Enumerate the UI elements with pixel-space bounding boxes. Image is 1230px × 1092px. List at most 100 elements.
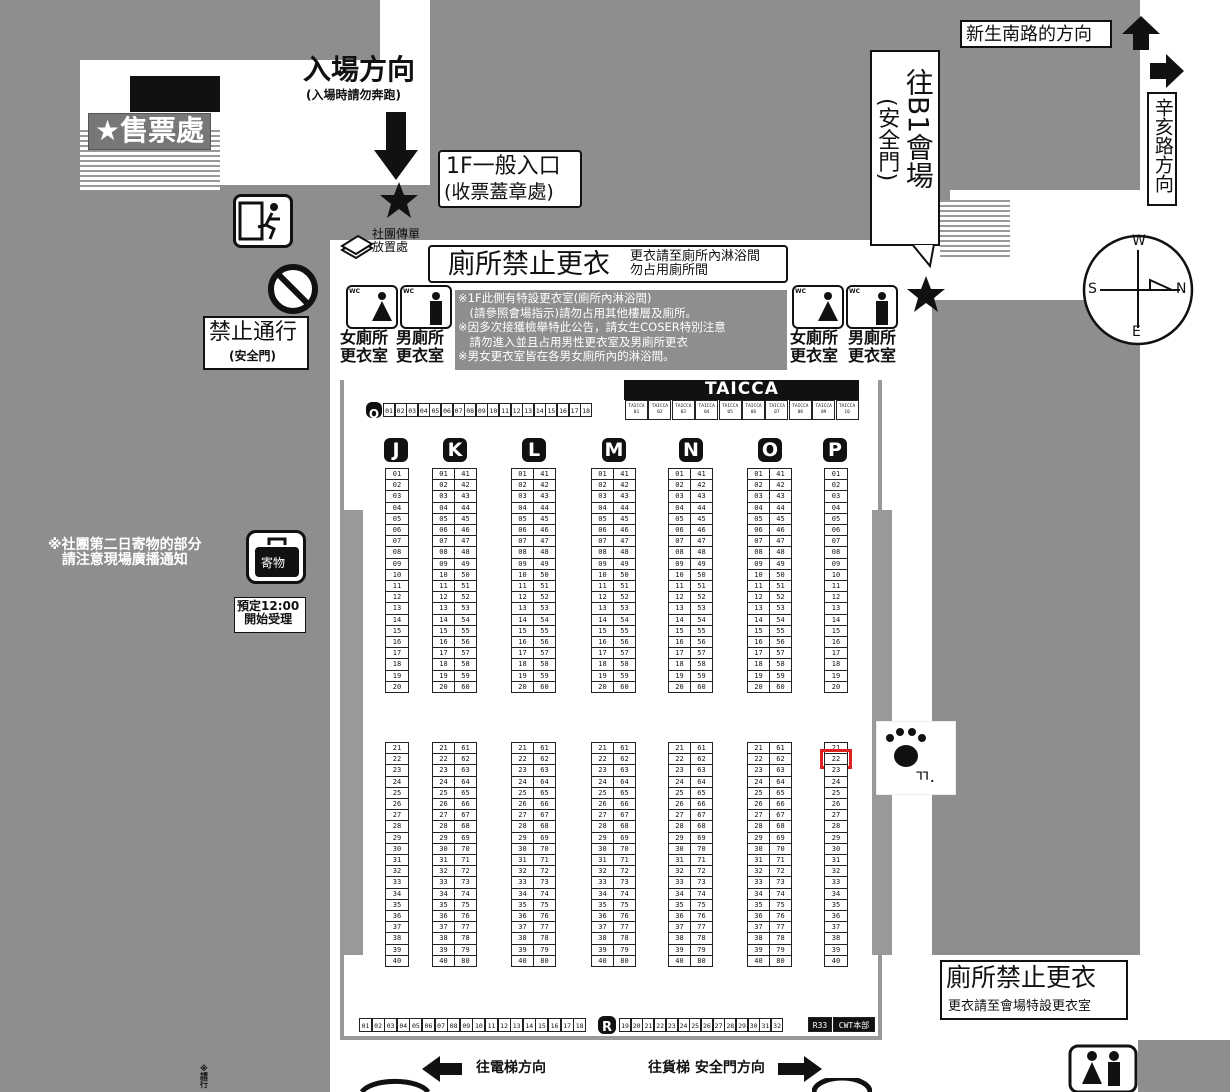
booth-l50[interactable]: 50 — [533, 568, 556, 581]
booth-l20[interactable]: 20 — [511, 680, 534, 693]
booth-j40[interactable]: 40 — [385, 954, 409, 967]
booth-r12[interactable]: 12 — [497, 1018, 511, 1032]
booth-r19[interactable]: 19 — [619, 1018, 631, 1032]
booth-r01[interactable]: 01 — [359, 1018, 372, 1032]
booth-q10[interactable]: 10 — [487, 403, 500, 417]
booth-n80[interactable]: 80 — [690, 954, 713, 967]
booth-taicca-6[interactable]: TAICCA 06 — [742, 400, 765, 420]
booth-n20[interactable]: 20 — [668, 680, 691, 693]
booth-k40[interactable]: 40 — [432, 954, 455, 967]
booth-q07[interactable]: 07 — [452, 403, 465, 417]
booth-m67[interactable]: 67 — [613, 809, 636, 822]
booth-r08[interactable]: 08 — [447, 1018, 461, 1032]
booth-q17[interactable]: 17 — [568, 403, 581, 417]
booth-r07[interactable]: 07 — [434, 1018, 448, 1032]
booth-l42[interactable]: 42 — [533, 479, 556, 492]
booth-p03[interactable]: 03 — [824, 490, 848, 503]
booth-r30[interactable]: 30 — [747, 1018, 760, 1032]
booth-q15[interactable]: 15 — [545, 403, 558, 417]
booth-q18[interactable]: 18 — [580, 403, 593, 417]
booth-m72[interactable]: 72 — [613, 865, 636, 878]
booth-r27[interactable]: 27 — [712, 1018, 725, 1032]
booth-o49[interactable]: 49 — [769, 557, 792, 570]
booth-m80[interactable]: 80 — [613, 954, 636, 967]
booth-j08[interactable]: 08 — [385, 546, 409, 559]
booth-o80[interactable]: 80 — [769, 954, 792, 967]
booth-r06[interactable]: 06 — [422, 1018, 435, 1032]
booth-r09[interactable]: 09 — [459, 1018, 473, 1032]
booth-taicca-4[interactable]: TAICCA 04 — [695, 400, 719, 420]
booth-q05[interactable]: 05 — [429, 403, 442, 417]
booth-k62[interactable]: 62 — [454, 753, 477, 766]
booth-r16[interactable]: 16 — [548, 1018, 561, 1032]
booth-j30[interactable]: 30 — [385, 842, 409, 855]
booth-o60[interactable]: 60 — [769, 680, 792, 693]
booth-o59[interactable]: 59 — [769, 669, 792, 682]
booth-n57[interactable]: 57 — [690, 647, 713, 660]
booth-m68[interactable]: 68 — [613, 820, 636, 833]
booth-p17[interactable]: 17 — [824, 647, 848, 660]
booth-k76[interactable]: 76 — [454, 910, 477, 923]
booth-q06[interactable]: 06 — [441, 403, 453, 417]
booth-r13[interactable]: 13 — [510, 1018, 524, 1032]
booth-taicca-1[interactable]: TAICCA 01 — [625, 400, 648, 420]
booth-j09[interactable]: 09 — [385, 557, 409, 570]
booth-n78[interactable]: 78 — [690, 932, 713, 945]
booth-taicca-3[interactable]: TAICCA 03 — [671, 400, 695, 420]
booth-r29[interactable]: 29 — [736, 1018, 748, 1032]
booth-r31[interactable]: 31 — [759, 1018, 772, 1032]
booth-r04[interactable]: 04 — [396, 1018, 410, 1032]
cwt-headquarters[interactable]: CWT本部 — [833, 1017, 875, 1032]
booth-r25[interactable]: 25 — [689, 1018, 702, 1032]
booth-l40[interactable]: 40 — [511, 954, 534, 967]
booth-j04[interactable]: 04 — [385, 501, 409, 514]
booth-q14[interactable]: 14 — [533, 403, 546, 417]
booth-m20[interactable]: 20 — [591, 680, 614, 693]
booth-p20[interactable]: 20 — [824, 680, 848, 693]
booth-m40[interactable]: 40 — [591, 954, 614, 967]
booth-r03[interactable]: 03 — [384, 1018, 398, 1032]
booth-r15[interactable]: 15 — [535, 1018, 549, 1032]
booth-r32[interactable]: 32 — [771, 1018, 784, 1032]
booth-r02[interactable]: 02 — [371, 1018, 385, 1032]
booth-m60[interactable]: 60 — [613, 680, 636, 693]
booth-q11[interactable]: 11 — [499, 403, 511, 417]
booth-r11[interactable]: 11 — [485, 1018, 498, 1032]
booth-q12[interactable]: 12 — [510, 403, 523, 417]
booth-taicca-10[interactable]: TAICCA 10 — [835, 400, 859, 420]
booth-m54[interactable]: 54 — [613, 613, 636, 626]
booth-l69[interactable]: 69 — [533, 831, 556, 844]
booth-p28[interactable]: 28 — [824, 820, 848, 833]
booth-p31[interactable]: 31 — [824, 854, 848, 867]
booth-k64[interactable]: 64 — [454, 775, 477, 788]
booth-q04[interactable]: 04 — [417, 403, 430, 417]
booth-taicca-5[interactable]: TAICCA 05 — [718, 400, 742, 420]
booth-r05[interactable]: 05 — [409, 1018, 423, 1032]
booth-taicca-8[interactable]: TAICCA 08 — [788, 400, 812, 420]
booth-k52[interactable]: 52 — [454, 591, 477, 604]
booth-r22[interactable]: 22 — [654, 1018, 667, 1032]
booth-k80[interactable]: 80 — [454, 954, 477, 967]
booth-n40[interactable]: 40 — [668, 954, 691, 967]
booth-n60[interactable]: 60 — [690, 680, 713, 693]
booth-q01[interactable]: 01 — [383, 403, 395, 417]
booth-m77[interactable]: 77 — [613, 921, 636, 934]
booth-l80[interactable]: 80 — [533, 954, 556, 967]
booth-l79[interactable]: 79 — [533, 943, 556, 956]
booth-k20[interactable]: 20 — [432, 680, 455, 693]
booth-l60[interactable]: 60 — [533, 680, 556, 693]
booth-r10[interactable]: 10 — [472, 1018, 486, 1032]
booth-taicca-2[interactable]: TAICCA 02 — [648, 400, 672, 420]
booth-q08[interactable]: 08 — [464, 403, 477, 417]
booth-k60[interactable]: 60 — [454, 680, 477, 693]
booth-p19[interactable]: 19 — [824, 669, 848, 682]
booth-j20[interactable]: 20 — [385, 680, 409, 693]
booth-p40[interactable]: 40 — [824, 954, 848, 967]
booth-r23[interactable]: 23 — [665, 1018, 678, 1032]
booth-o56[interactable]: 56 — [769, 636, 792, 649]
booth-r26[interactable]: 26 — [700, 1018, 713, 1032]
booth-r21[interactable]: 21 — [642, 1018, 655, 1032]
booth-r17[interactable]: 17 — [560, 1018, 574, 1032]
booth-j06[interactable]: 06 — [385, 524, 409, 537]
booth-r14[interactable]: 14 — [522, 1018, 536, 1032]
